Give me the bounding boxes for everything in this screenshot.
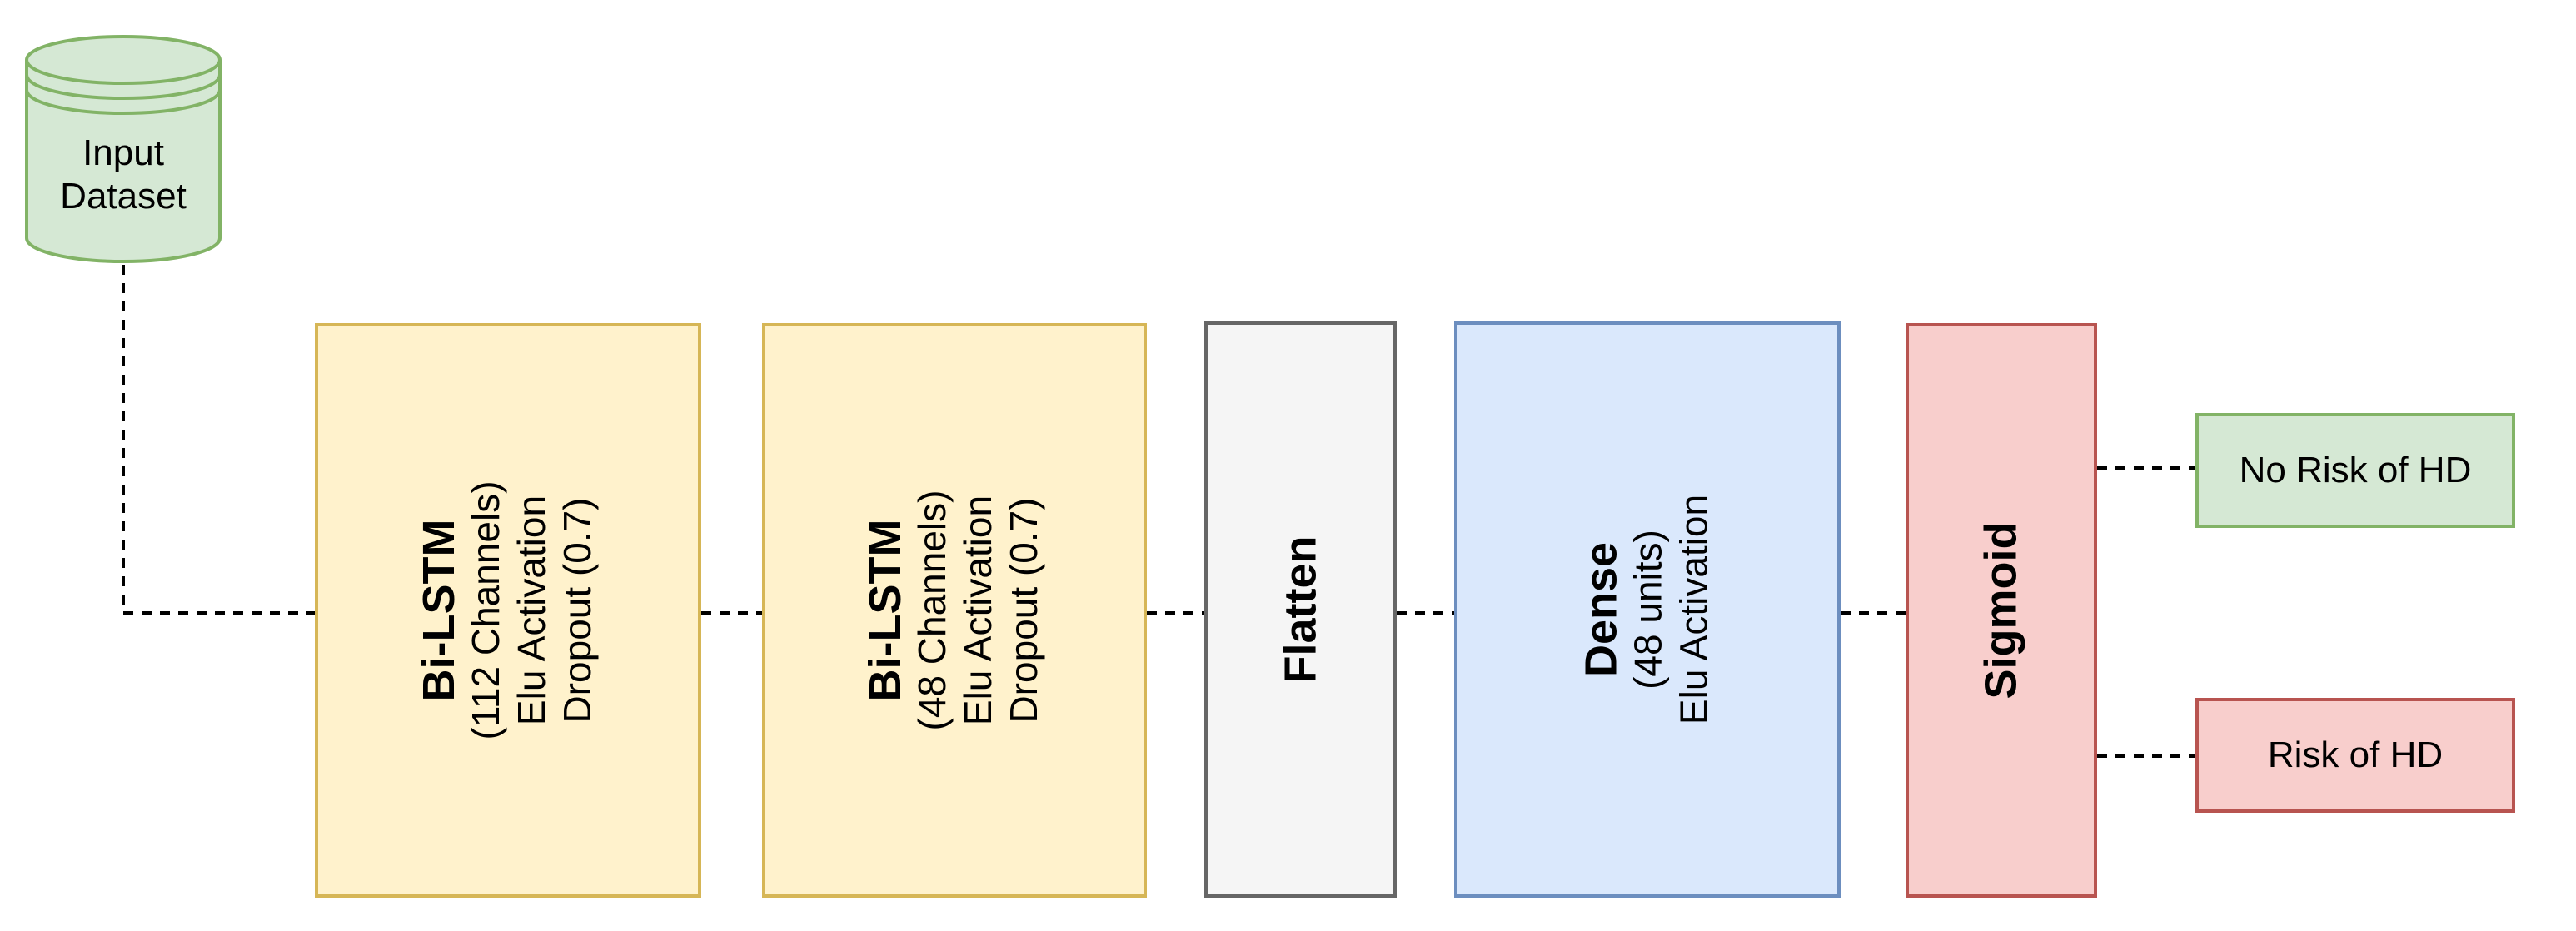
input-dataset-line2: Dataset	[60, 175, 187, 217]
connector-input-to-bilstm1	[122, 265, 315, 615]
bilstm-2-title: Bi-LSTM	[859, 519, 910, 702]
bilstm-1-activation: Elu Activation	[509, 495, 553, 726]
bilstm-block-1: Bi-LSTM (112 Channels) Elu Activation Dr…	[315, 323, 701, 898]
bilstm-1-details: (112 Channels) Elu Activation Dropout (0…	[463, 480, 601, 739]
output-risk: Risk of HD	[2195, 698, 2515, 813]
bilstm-2-activation: Elu Activation	[955, 495, 999, 726]
input-dataset-cylinder	[25, 35, 222, 263]
bilstm-2-channels: (48 Channels)	[909, 490, 954, 731]
sigmoid-title: Sigmoid	[1976, 521, 2026, 699]
bilstm-2-details: (48 Channels) Elu Activation Dropout (0.…	[909, 490, 1048, 731]
input-dataset-line1: Input	[82, 132, 164, 173]
flatten-block: Flatten	[1204, 321, 1397, 898]
sigmoid-block: Sigmoid	[1906, 323, 2097, 898]
input-dataset-label: Input Dataset	[25, 132, 222, 218]
bilstm-1-title: Bi-LSTM	[413, 519, 464, 702]
flatten-title: Flatten	[1275, 535, 1326, 684]
dense-title: Dense	[1576, 541, 1627, 678]
dense-block: Dense (48 units) Elu Activation	[1454, 321, 1841, 898]
dense-activation: Elu Activation	[1672, 494, 1716, 725]
output-no-risk: No Risk of HD	[2195, 413, 2515, 528]
bilstm-2-dropout: Dropout (0.7)	[1001, 497, 1045, 724]
bilstm-1-dropout: Dropout (0.7)	[555, 497, 599, 724]
dense-details: (48 units) Elu Activation	[1625, 495, 1717, 724]
bilstm-block-2: Bi-LSTM (48 Channels) Elu Activation Dro…	[762, 323, 1147, 898]
bilstm-1-channels: (112 Channels)	[463, 480, 507, 740]
dense-units: (48 units)	[1626, 530, 1670, 690]
